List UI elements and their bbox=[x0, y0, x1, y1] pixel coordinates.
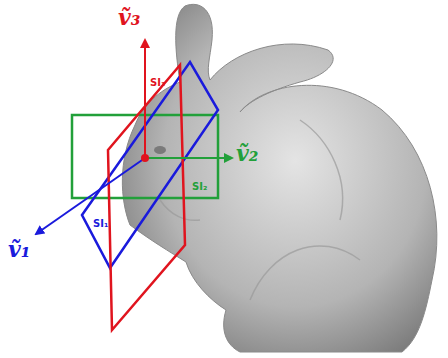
plane-label: SI₂ bbox=[192, 182, 207, 192]
axis-arrow bbox=[144, 40, 146, 158]
axis-label: ṽ₂ bbox=[236, 142, 258, 164]
plane-label: SI₁ bbox=[93, 219, 108, 229]
axis-arrow bbox=[36, 158, 145, 234]
bunny-eye bbox=[154, 146, 166, 154]
plane-label: SI₃ bbox=[150, 78, 165, 88]
origin-dot bbox=[141, 154, 149, 162]
bunny-shading bbox=[160, 120, 360, 300]
plane-outline bbox=[82, 62, 218, 268]
axis-label: ṽ₁ bbox=[8, 238, 30, 260]
axis-arrow bbox=[145, 157, 232, 159]
bunny-body bbox=[122, 4, 437, 352]
plane-outline bbox=[108, 65, 185, 330]
axis-label: ṽ₃ bbox=[118, 6, 140, 28]
